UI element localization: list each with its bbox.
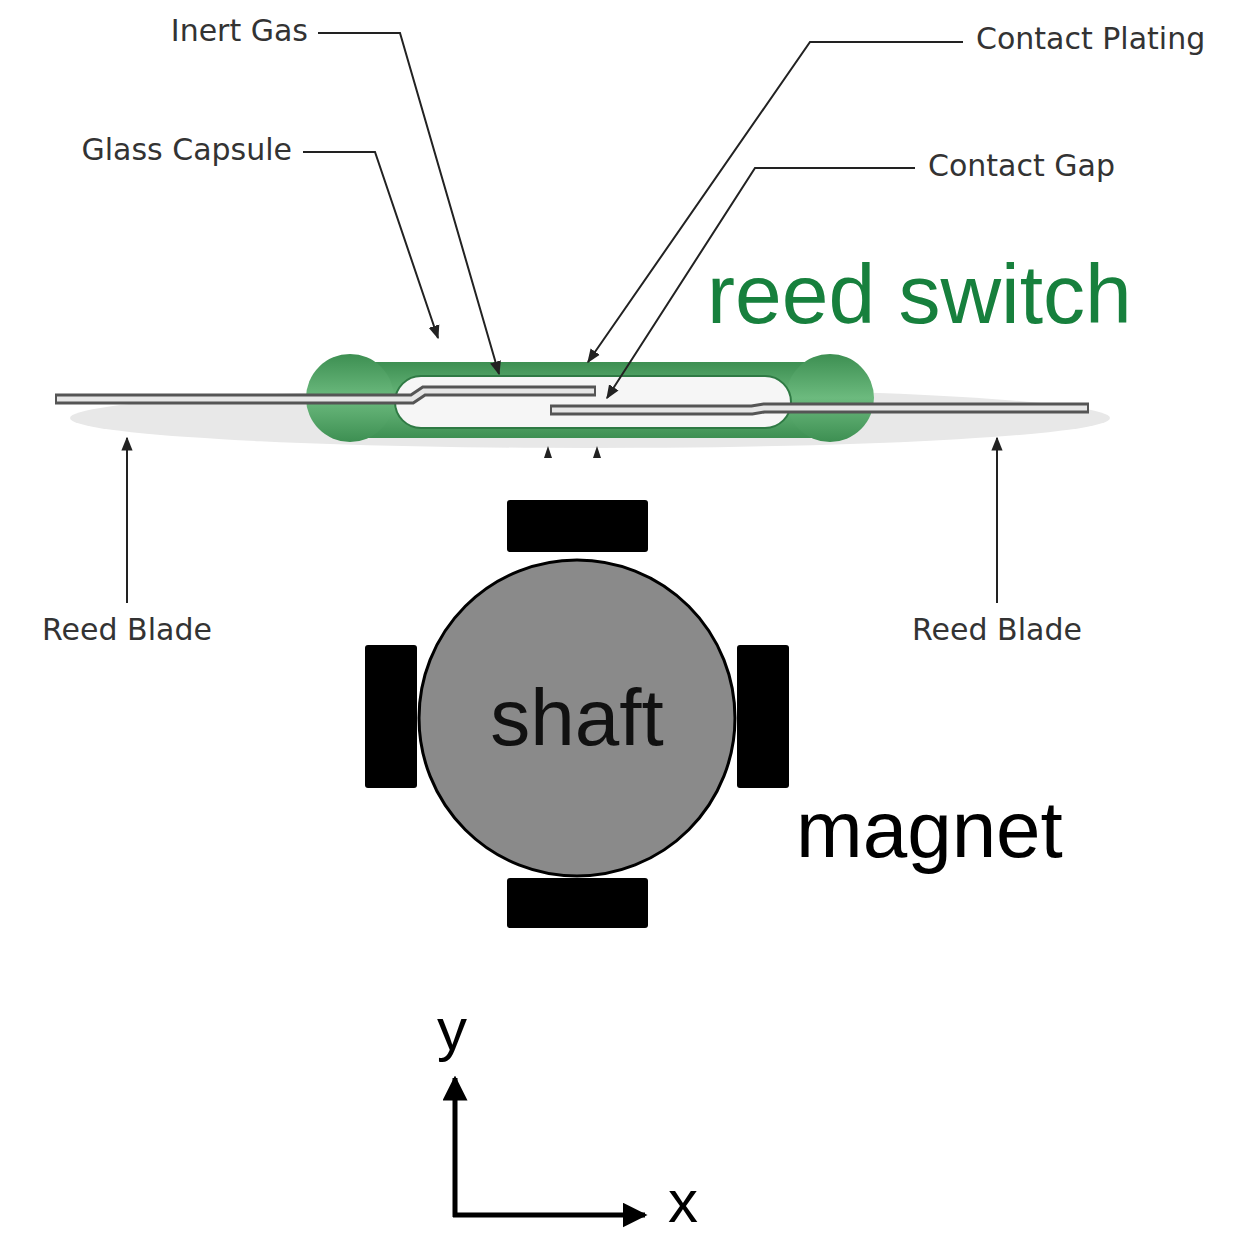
part-label: Inert Gas bbox=[171, 16, 308, 46]
part-label: Reed Blade bbox=[42, 615, 212, 645]
axis-label: y bbox=[437, 1000, 467, 1060]
shaft-circle: shaft bbox=[417, 558, 737, 878]
part-label: Contact Gap bbox=[928, 151, 1115, 181]
part-label: magnet bbox=[796, 790, 1063, 870]
component-title: reed switch bbox=[707, 252, 1132, 336]
axis-label: x bbox=[668, 1172, 698, 1232]
node-label: shaft bbox=[490, 678, 663, 758]
gap-marker bbox=[544, 446, 601, 500]
part-label: Reed Blade bbox=[912, 615, 1082, 645]
part-label: Glass Capsule bbox=[81, 135, 292, 165]
reed-blades bbox=[55, 391, 1089, 410]
part-label: Contact Plating bbox=[976, 24, 1205, 54]
shaft-disc bbox=[419, 560, 735, 876]
axes bbox=[453, 1078, 645, 1217]
magnets bbox=[365, 500, 789, 928]
